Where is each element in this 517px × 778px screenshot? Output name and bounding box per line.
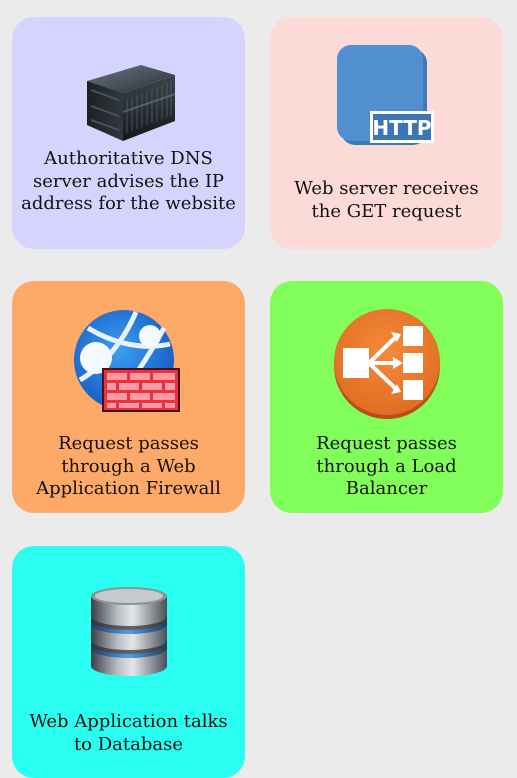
firewall-icon	[73, 310, 184, 420]
card-label: Web server receives the GET request	[294, 178, 479, 222]
card-label: Web Application talks to Database	[29, 711, 228, 755]
card-label: Request passes through a Web Application…	[36, 433, 221, 499]
card-label: Authoritative DNS server advises the IP …	[21, 148, 236, 214]
card-dns-server: Authoritative DNS server advises the IP …	[12, 17, 245, 249]
card-database: Web Application talks to Database	[12, 546, 245, 778]
card-firewall: Request passes through a Web Application…	[12, 281, 245, 513]
load-balancer-icon	[331, 308, 443, 424]
server-icon	[79, 59, 179, 147]
http-badge-text: HTTP	[372, 116, 431, 140]
database-icon	[89, 586, 169, 682]
card-label: Request passes through a Load Balancer	[316, 433, 457, 499]
http-icon: HTTP	[336, 45, 437, 153]
card-load-balancer: Request passes through a Load Balancer	[270, 281, 503, 513]
card-web-server: HTTP Web server receives the GET request	[270, 17, 503, 249]
